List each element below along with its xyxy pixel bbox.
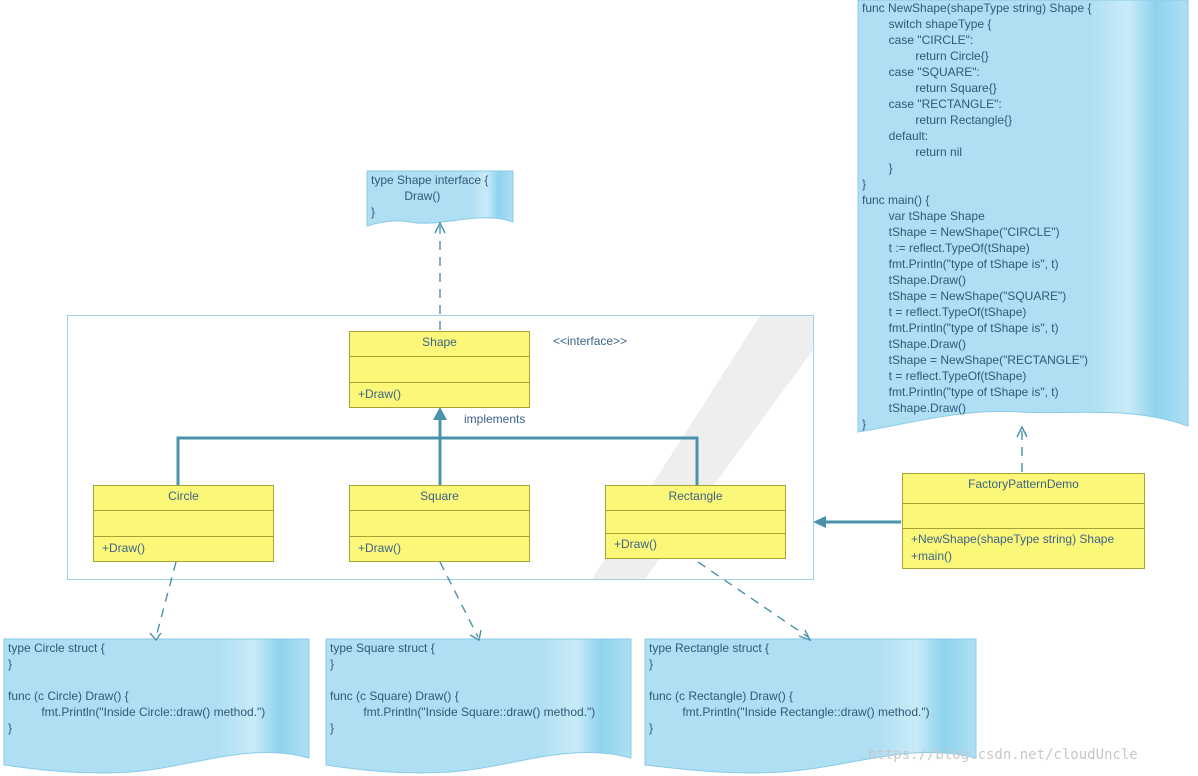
class-operation: +Draw() — [358, 541, 402, 555]
square-to-struct-dependency — [439, 561, 479, 638]
implements-label: implements — [464, 412, 526, 426]
square-struct-note — [325, 638, 632, 774]
interface-stereotype: <<interface>> — [553, 334, 628, 348]
factory-pattern-demo-class-box[interactable]: FactoryPatternDemo +NewShape(shapeType s… — [902, 473, 1145, 569]
rectangle-struct-code: type Rectangle struct { } func (c Rectan… — [649, 641, 930, 735]
factory-code-note — [857, 0, 1189, 433]
class-name: Shape — [422, 335, 457, 349]
rectangle-struct-note — [644, 638, 977, 774]
rectangle-to-struct-dependency — [697, 561, 809, 638]
class-operation-main: +main() — [911, 549, 953, 563]
watermark-url: https://blog.csdn.net/cloudUncle — [868, 747, 1138, 763]
class-operation: +Draw() — [358, 387, 402, 401]
class-name: Square — [420, 489, 459, 503]
shape-class-box[interactable]: Shape +Draw() — [349, 331, 530, 408]
shape-interface-note — [366, 170, 514, 227]
square-class-box[interactable]: Square +Draw() — [349, 485, 530, 562]
association-arrowhead — [813, 516, 826, 528]
generalization-arrowhead — [433, 407, 447, 420]
class-name: Circle — [168, 489, 199, 503]
circle-to-struct-dependency — [155, 561, 177, 638]
circle-class-box[interactable]: Circle +Draw() — [93, 485, 274, 562]
rectangle-class-box[interactable]: Rectangle +Draw() — [605, 485, 786, 559]
class-operation: +Draw() — [102, 541, 146, 555]
factory-code-text: func NewShape(shapeType string) Shape { … — [862, 1, 1092, 431]
square-struct-code: type Square struct { } func (c Square) D… — [330, 641, 596, 735]
class-operation-newshape: +NewShape(shapeType string) Shape — [911, 532, 1115, 546]
class-operation: +Draw() — [614, 537, 658, 551]
class-name: FactoryPatternDemo — [968, 477, 1079, 491]
circle-struct-code: type Circle struct { } func (c Circle) D… — [8, 641, 266, 735]
class-name: Rectangle — [668, 489, 723, 503]
implements-connector — [176, 418, 699, 485]
shape-interface-code: type Shape interface { Draw() } — [371, 173, 489, 219]
circle-struct-note — [3, 638, 310, 774]
